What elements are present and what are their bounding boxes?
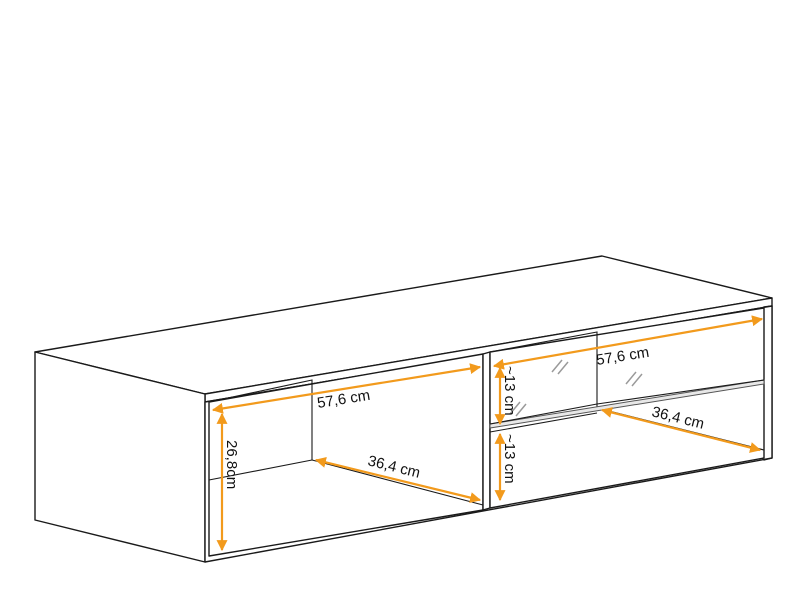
right-lower-shelf-line: [489, 412, 598, 433]
right-width-dimension-line: [492, 315, 764, 370]
left-width-dimension-line: [211, 363, 482, 414]
glass-shelf-depth-line: [596, 379, 765, 405]
glass-shelf: [489, 379, 765, 429]
right-lower-height-label: ~13 cm: [501, 434, 518, 484]
left-height-label: 26,8cm: [223, 440, 240, 489]
glass-shelf-left-line: [489, 403, 598, 425]
middle-divider: [482, 351, 491, 511]
left-depth-dimension-line: [314, 457, 482, 503]
right-upper-height-label: ~13 cm: [501, 366, 518, 416]
right-depth-dimension-line: [600, 407, 762, 453]
